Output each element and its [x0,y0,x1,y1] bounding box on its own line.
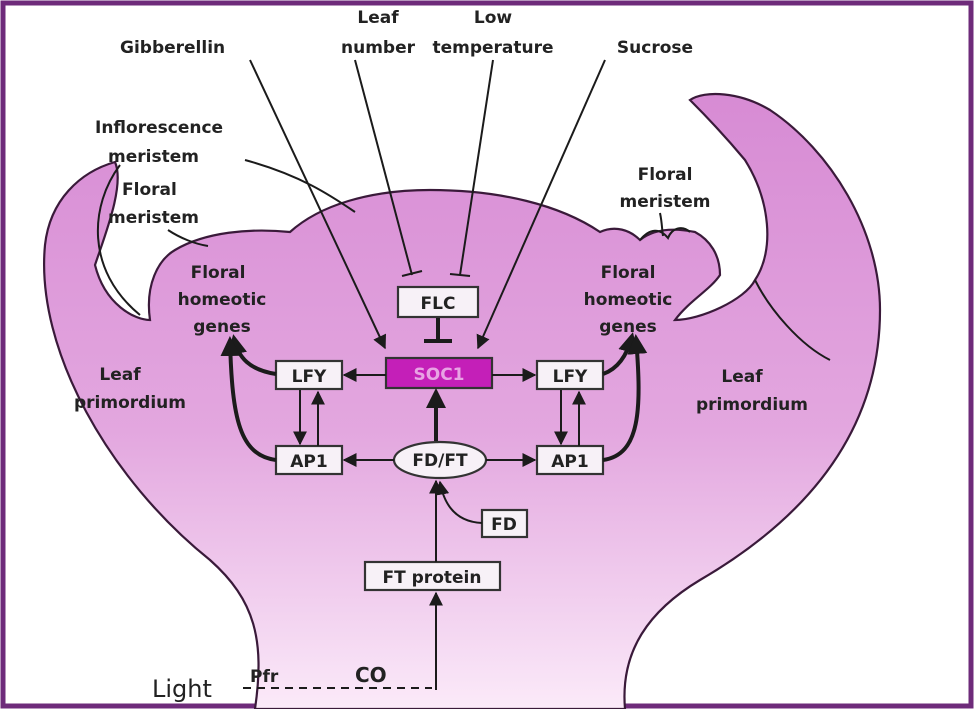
fdft-ellipse: FD/FT [394,442,486,478]
ap1-right-box: AP1 [537,446,603,474]
ap1-left-box: AP1 [276,446,342,474]
leaf-number-label-1: Leaf [357,8,399,28]
ft-protein-label: FT protein [383,568,482,588]
homeotic-genes-left-2: homeotic [178,290,267,310]
homeotic-genes-right-1: Floral [601,263,656,283]
soc1-label: SOC1 [414,365,465,385]
lfy-left-box: LFY [276,361,342,389]
leaf-number-label-2: number [341,38,416,58]
gibberellin-label: Gibberellin [120,38,225,58]
homeotic-genes-right-2: homeotic [584,290,673,310]
fdft-label: FD/FT [412,451,468,471]
fd-box: FD [482,510,527,537]
homeotic-genes-right-3: genes [599,317,656,337]
leaf-primordium-right-label-1: Leaf [721,367,763,387]
ap1-right-label: AP1 [551,452,588,472]
fd-label: FD [491,515,517,535]
co-label: CO [355,663,387,687]
sucrose-label: Sucrose [617,38,693,58]
inflorescence-meristem-label-2: meristem [108,147,199,167]
leaf-primordium-right-label-2: primordium [696,395,808,415]
soc1-box: SOC1 [386,358,492,388]
homeotic-genes-left-1: Floral [191,263,246,283]
lfy-right-box: LFY [537,361,603,389]
floral-meristem-left-label-2: meristem [108,208,199,228]
floral-meristem-right-label-1: Floral [638,165,693,185]
low-temperature-label-1: Low [474,8,513,28]
lfy-left-label: LFY [292,367,327,387]
pfr-label: Pfr [250,667,279,687]
leaf-primordium-left-label-1: Leaf [99,365,141,385]
floral-meristem-right-label-2: meristem [620,192,711,212]
ap1-left-label: AP1 [290,452,327,472]
low-temperature-label-2: temperature [432,38,553,58]
ft-protein-box: FT protein [365,562,500,590]
homeotic-genes-left-3: genes [193,317,250,337]
flc-label: FLC [421,294,456,314]
floral-meristem-left-label-1: Floral [122,180,177,200]
inflorescence-meristem-label-1: Inflorescence [95,118,223,138]
lfy-right-label: LFY [553,367,588,387]
flc-box: FLC [398,287,478,317]
leaf-primordium-left-label-2: primordium [74,393,186,413]
light-label: Light [152,675,212,703]
